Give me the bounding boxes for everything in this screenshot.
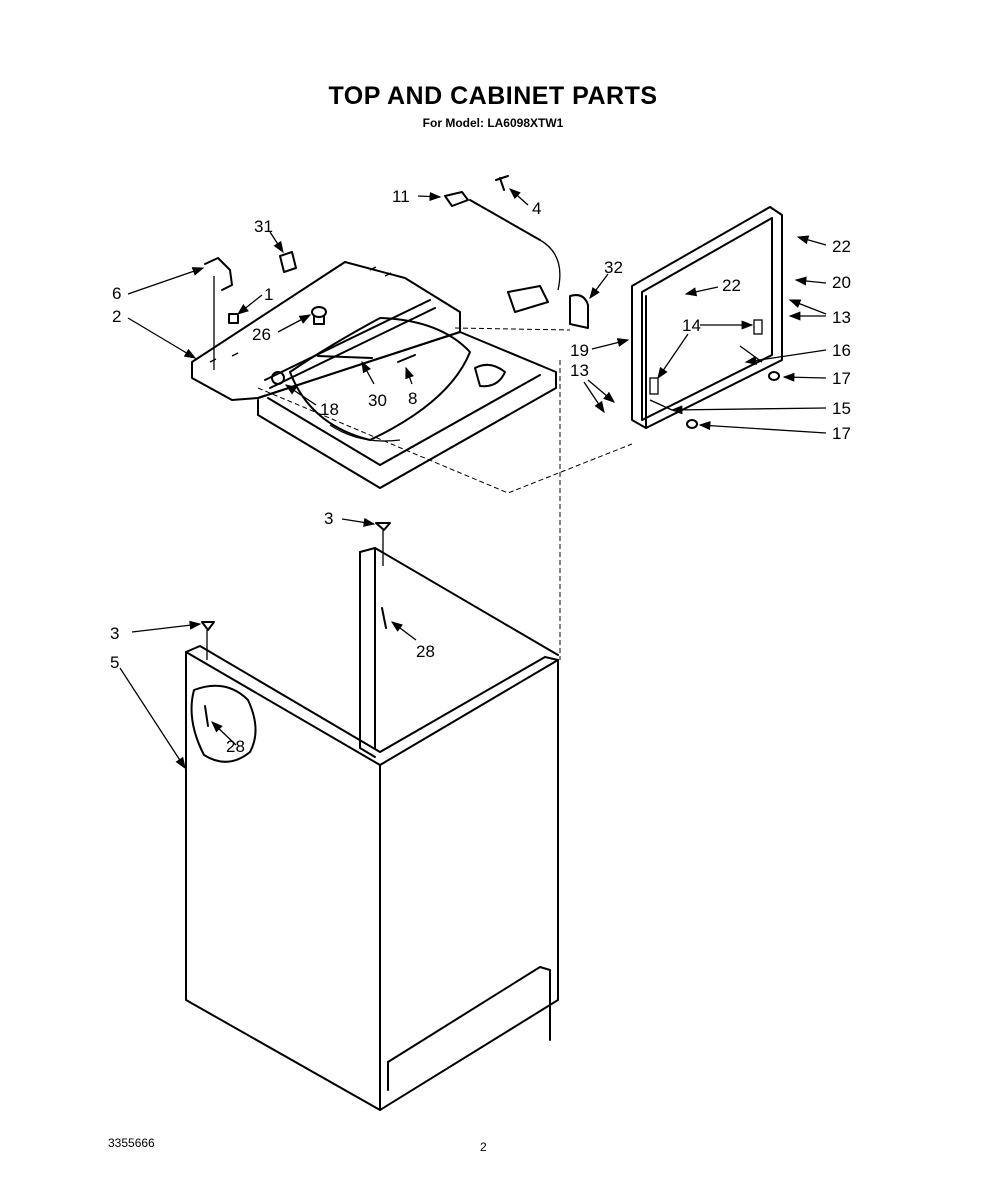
callout-labels: 11 4 31 32 22 22 20 6 1 2 26 14 13 13 19… [110, 187, 851, 756]
callout-13-right: 13 [832, 308, 851, 327]
callout-2: 2 [112, 307, 121, 326]
callout-5: 5 [110, 653, 119, 672]
callout-20: 20 [832, 273, 851, 292]
callout-30: 30 [368, 391, 387, 410]
leader-lines [119, 188, 827, 770]
page-number: 2 [480, 1140, 487, 1154]
document-number: 3355666 [108, 1136, 155, 1150]
screw-part-28-left [204, 705, 209, 727]
callout-8: 8 [408, 389, 417, 408]
callout-31: 31 [254, 217, 273, 236]
switch-part-11 [444, 191, 561, 291]
screw-part-30 [317, 355, 373, 359]
page-title: TOP AND CABINET PARTS [328, 82, 658, 110]
callout-13-left: 13 [570, 361, 589, 380]
callout-15: 15 [832, 399, 851, 418]
screw-part-8 [397, 354, 416, 363]
callout-32: 32 [604, 258, 623, 277]
model-subtitle: For Model: LA6098XTW1 [422, 116, 564, 130]
fastener-part-3-top [375, 522, 391, 566]
callout-6: 6 [112, 284, 121, 303]
callout-22-right: 22 [832, 237, 851, 256]
top-assembly-part [191, 261, 557, 489]
callout-22-inner: 22 [722, 276, 741, 295]
callout-4: 4 [532, 199, 541, 218]
callout-19: 19 [570, 341, 589, 360]
fastener-part-3-left [201, 621, 215, 660]
callout-26: 26 [252, 325, 271, 344]
callout-1: 1 [264, 285, 273, 304]
screw-part-4 [495, 175, 509, 191]
callout-17-lower: 17 [832, 424, 851, 443]
callout-14: 14 [682, 316, 701, 335]
nut-part-1 [228, 313, 239, 324]
clip-part-31 [279, 251, 297, 273]
clip-part-6 [204, 257, 233, 370]
screw-part-28-top [381, 607, 387, 629]
callout-28-left: 28 [226, 737, 245, 756]
callout-17-upper: 17 [832, 369, 851, 388]
callout-18: 18 [320, 400, 339, 419]
foot-part-26 [311, 306, 327, 325]
lid-part [631, 206, 783, 429]
callout-3-top: 3 [324, 509, 333, 528]
callout-3-left: 3 [110, 624, 119, 643]
callout-16: 16 [832, 341, 851, 360]
callout-11: 11 [392, 187, 410, 206]
cabinet-part [185, 547, 559, 1111]
switch-part-32 [507, 285, 589, 329]
callout-28-top: 28 [416, 642, 435, 661]
